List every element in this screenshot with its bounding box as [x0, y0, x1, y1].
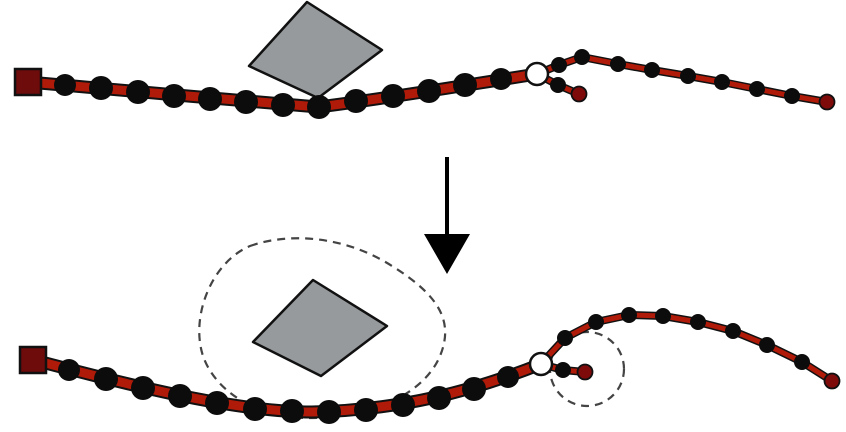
node	[391, 393, 415, 417]
node	[574, 49, 590, 65]
node	[417, 79, 441, 103]
node	[126, 80, 150, 104]
upper-nodes-bottom	[557, 307, 841, 390]
node	[317, 400, 341, 424]
end-effector-dot-icon	[576, 363, 594, 381]
node	[131, 376, 155, 400]
node	[588, 314, 604, 330]
node	[621, 307, 637, 323]
node	[749, 81, 765, 97]
node	[610, 56, 626, 72]
main-nodes-top	[54, 68, 512, 119]
node	[198, 87, 222, 111]
node	[168, 384, 192, 408]
open-circle-joint-icon	[528, 351, 554, 377]
upper-branch-bottom	[537, 311, 836, 385]
node	[243, 397, 267, 421]
node	[381, 84, 405, 108]
node	[280, 399, 304, 423]
node	[58, 359, 80, 381]
node	[427, 386, 451, 410]
node	[490, 68, 512, 90]
node	[644, 62, 660, 78]
node	[557, 330, 573, 346]
panel-after	[18, 237, 841, 424]
node	[550, 77, 566, 93]
node	[680, 68, 696, 84]
upper-branch-top	[533, 53, 831, 106]
node	[54, 74, 76, 96]
obstacle-diamond-bottom	[251, 278, 389, 378]
lower-nodes-bottom	[555, 362, 594, 381]
node	[690, 314, 706, 330]
end-effector-dot-icon	[570, 85, 588, 103]
node	[794, 354, 810, 370]
node	[271, 93, 295, 117]
node	[307, 95, 331, 119]
node	[94, 367, 118, 391]
node	[784, 88, 800, 104]
square-base-icon	[18, 345, 48, 375]
node	[555, 362, 571, 378]
panel-before	[13, 0, 836, 119]
node	[234, 90, 258, 114]
upper-nodes-top	[551, 49, 836, 111]
node	[354, 398, 378, 422]
node	[655, 308, 671, 324]
main-nodes-bottom	[58, 359, 519, 424]
down-arrow-icon	[424, 157, 470, 274]
node	[759, 337, 775, 353]
tube-upper-top	[534, 54, 830, 105]
obstacle-diamond-top	[247, 0, 384, 100]
node	[89, 76, 113, 100]
open-circle-joint-icon	[524, 61, 550, 87]
node	[551, 57, 567, 73]
square-base-icon	[13, 67, 43, 97]
node	[497, 366, 519, 388]
node	[714, 74, 730, 90]
node	[344, 89, 368, 113]
node	[162, 84, 186, 108]
lower-nodes-top	[550, 77, 588, 103]
end-effector-dot-icon	[818, 93, 836, 111]
node	[453, 73, 477, 97]
tube-upper-bottom	[538, 312, 835, 384]
node	[725, 323, 741, 339]
node	[205, 391, 229, 415]
node	[462, 377, 486, 401]
end-effector-dot-icon	[823, 372, 841, 390]
